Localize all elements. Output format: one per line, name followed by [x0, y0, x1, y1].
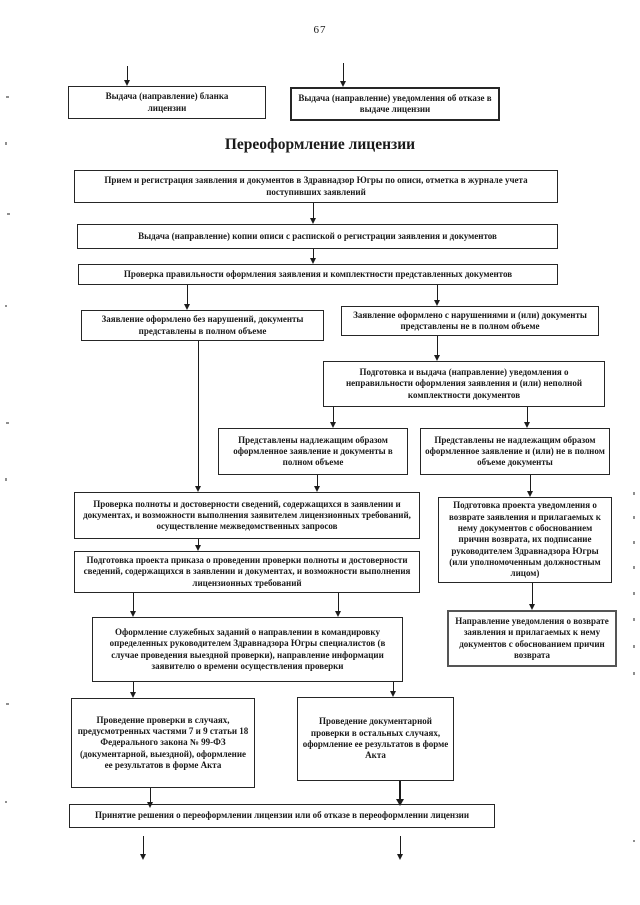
arrow-down [524, 407, 530, 428]
scan-artifact [633, 516, 635, 519]
scan-artifact [6, 96, 9, 98]
arrow-down [130, 593, 136, 617]
flow-box-return-notice: Направление уведомления о возврате заявл… [447, 610, 617, 667]
flow-box-issue-refusal: Выдача (направление) уведомления об отка… [290, 87, 500, 121]
arrow-down [396, 781, 404, 806]
flow-box-issue-blank: Выдача (направление) бланка лицензии [68, 86, 266, 119]
flow-box-documentary-inspection: Проведение документарной проверки в оста… [297, 697, 454, 781]
flow-box-label: Выдача (направление) бланка лицензии [105, 91, 229, 113]
scan-artifact [633, 645, 635, 648]
flow-box-decision: Принятие решения о переоформлении лиценз… [69, 804, 495, 828]
arrow-down [130, 682, 136, 698]
scan-artifact [633, 840, 635, 842]
arrow-down [310, 203, 316, 224]
arrow-down [397, 836, 403, 860]
scan-artifact [5, 305, 7, 307]
arrow-down [184, 285, 190, 310]
flow-box-check-correctness: Проверка правильности оформления заявлен… [78, 264, 558, 285]
flow-box-inspection-cases: Проведение проверки в случаях, предусмот… [71, 698, 255, 788]
flow-box-notice-incorrect: Подготовка и выдача (направление) уведом… [323, 361, 605, 407]
arrow-down [434, 336, 440, 361]
flow-box-with-violations: Заявление оформлено с нарушениями и (или… [341, 306, 599, 336]
arrow-down [140, 836, 146, 860]
scan-artifact [5, 142, 7, 145]
scan-artifact [633, 672, 635, 675]
arrow-down [527, 475, 533, 497]
arrow-down [314, 475, 320, 492]
flow-box-order-draft: Подготовка проекта приказа о проведении … [74, 551, 420, 593]
arrow-down [330, 407, 336, 428]
flow-box-copy-issue: Выдача (направление) копии описи с распи… [77, 224, 558, 249]
arrow-down [529, 583, 535, 610]
arrow-down [310, 249, 316, 264]
flow-box-proper-submitted: Представлены надлежащим образом оформлен… [218, 428, 408, 475]
flow-box-completeness-check: Проверка полноты и достоверности сведени… [74, 492, 420, 539]
flow-box-reception: Прием и регистрация заявления и документ… [74, 170, 558, 203]
flow-box-return-draft: Подготовка проекта уведомления о возврат… [438, 497, 612, 583]
arrow-down [124, 66, 130, 86]
arrow-down [195, 539, 201, 551]
scan-artifact [6, 422, 9, 424]
scan-artifact [5, 478, 7, 481]
scan-artifact [633, 566, 635, 569]
scan-artifact [633, 541, 635, 544]
scan-artifact [633, 592, 635, 595]
flow-box-no-violations: Заявление оформлено без нарушений, докум… [81, 310, 324, 341]
scan-artifact [7, 213, 10, 215]
arrow-down [335, 593, 341, 617]
scan-artifact [5, 801, 7, 803]
arrow-down [434, 285, 440, 306]
arrow-down [147, 788, 153, 808]
arrow-down [340, 63, 346, 87]
arrow-down [195, 341, 201, 492]
flow-box-travel-orders: Оформление служебных заданий о направлен… [92, 617, 403, 682]
scan-artifact [6, 703, 9, 705]
scan-artifact [633, 618, 635, 621]
arrow-down [390, 682, 396, 697]
section-title: Переоформление лицензии [224, 136, 416, 153]
flow-box-improper-submitted: Представлены не надлежащим образом оформ… [420, 428, 610, 475]
page-number: 67 [313, 24, 327, 36]
scan-artifact [633, 492, 635, 495]
